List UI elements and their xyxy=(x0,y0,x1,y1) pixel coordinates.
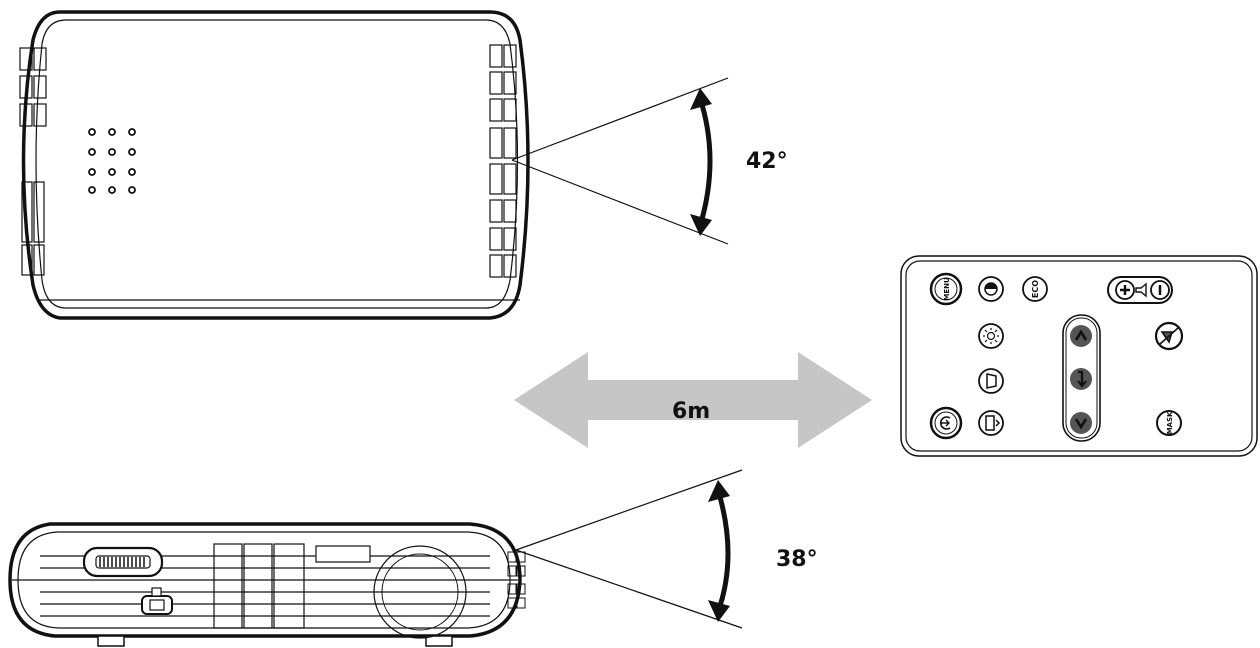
power-icon xyxy=(939,416,951,430)
navigation-pad xyxy=(1062,314,1101,442)
lock-slot xyxy=(141,587,173,615)
down-arrow-icon xyxy=(1074,418,1088,430)
keystone-button[interactable] xyxy=(978,368,1004,394)
power-button[interactable] xyxy=(929,406,963,440)
enter-arrow-icon xyxy=(1077,370,1087,388)
horizontal-angle-label: 42° xyxy=(746,149,788,174)
distance-arrow xyxy=(514,352,872,448)
speaker-icon xyxy=(1135,282,1147,298)
brightness-button[interactable] xyxy=(978,323,1004,349)
brightness-icon xyxy=(983,328,999,344)
up-button[interactable] xyxy=(1070,325,1092,347)
focus-wheel[interactable] xyxy=(82,546,164,578)
lock-icon xyxy=(151,587,162,597)
vertical-angle-label: 38° xyxy=(776,547,818,572)
aspect-icon xyxy=(985,415,1001,431)
menu-button[interactable]: MENU xyxy=(929,272,963,306)
svg-text:MENU: MENU xyxy=(943,277,951,301)
plus-icon xyxy=(1120,285,1130,295)
keystone-icon xyxy=(986,373,997,389)
projector-side-view xyxy=(8,522,526,647)
svg-text:ECO: ECO xyxy=(1031,280,1040,298)
distance-label: 6m xyxy=(672,399,710,424)
down-button[interactable] xyxy=(1070,412,1092,434)
projector-top-view xyxy=(19,10,530,320)
up-arrow-icon xyxy=(1074,329,1088,341)
svg-text:MASK: MASK xyxy=(1166,411,1174,434)
remote-control: MENU ECO xyxy=(900,255,1258,457)
aspect-button[interactable] xyxy=(978,410,1004,436)
volume-rocker[interactable] xyxy=(1107,276,1173,304)
mute-button[interactable] xyxy=(1154,321,1184,351)
vertical-angle-indicator xyxy=(515,469,743,629)
mask-button[interactable]: MASK xyxy=(1156,410,1182,436)
speaker-grille xyxy=(88,128,136,194)
mute-icon xyxy=(1159,327,1179,345)
eco-button[interactable]: ECO xyxy=(1022,276,1048,302)
horizontal-angle-indicator xyxy=(511,77,729,245)
contrast-button[interactable] xyxy=(978,276,1004,302)
enter-button[interactable] xyxy=(1070,368,1092,390)
